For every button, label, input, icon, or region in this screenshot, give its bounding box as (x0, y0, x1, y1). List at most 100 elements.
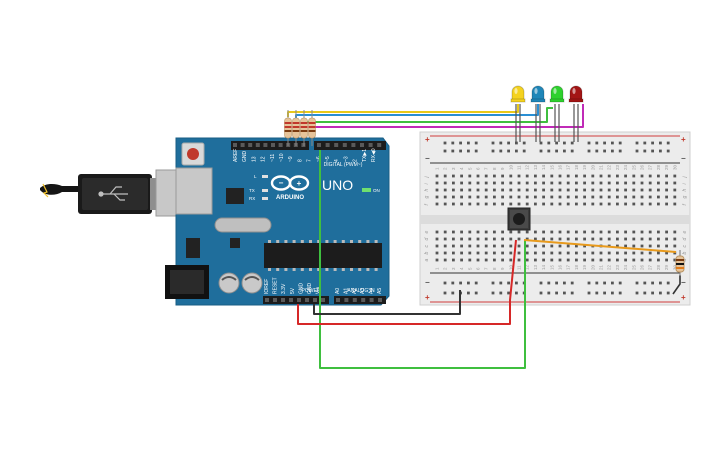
bb-col-num-bottom-9: 9 (500, 267, 505, 270)
top-pin-label-11: 4 (334, 159, 340, 162)
bb-col-num-top-13: 13 (533, 164, 538, 170)
top-pin-label-5: ~10 (279, 153, 285, 162)
bb-col-num-top-23: 23 (615, 164, 620, 170)
model-label: UNO (322, 177, 353, 193)
led-resistor-2[interactable] (292, 110, 300, 146)
bb-col-num-top-17: 17 (566, 164, 571, 170)
bb-row-letter-left-d: d (424, 238, 430, 241)
bottom-plus-sign: + (425, 293, 430, 302)
bb-col-num-top-4: 4 (459, 167, 464, 170)
bb-col-num-bottom-24: 24 (623, 264, 628, 270)
bb-col-num-bottom-1: 1 (435, 267, 440, 270)
bb-col-num-top-15: 15 (549, 164, 554, 170)
breadboard[interactable]: + − − + + − − + 112233445566778899101011… (419, 131, 691, 306)
led-green[interactable] (549, 85, 565, 103)
bb-col-num-top-14: 14 (541, 164, 546, 170)
top-pin-label-7: 8 (297, 159, 303, 162)
wire-green-button[interactable] (319, 150, 526, 369)
bb-row-letter-left-e: e (424, 231, 430, 234)
bb-col-num-bottom-27: 27 (648, 264, 653, 270)
wire-orange[interactable] (523, 239, 677, 253)
led-red[interactable] (568, 85, 584, 103)
bb-row-letter-right-i: i (682, 183, 688, 185)
led-label-tx: TX (249, 188, 255, 193)
push-button[interactable] (507, 207, 531, 231)
svg-text:−: − (279, 179, 284, 188)
bb-col-num-top-21: 21 (599, 164, 604, 170)
bb-col-num-top-5: 5 (467, 167, 472, 170)
top-pin-label-3: 12 (261, 156, 267, 162)
bb-col-num-bottom-12: 12 (525, 264, 530, 270)
wire-resistor-gnd[interactable] (672, 275, 681, 295)
analog-pin-label-4: A4 (369, 288, 375, 294)
bb-col-num-bottom-30: 30 (672, 264, 677, 270)
bb-row-letter-right-d: d (682, 238, 688, 241)
bb-col-num-bottom-11: 11 (517, 265, 522, 270)
bb-col-num-top-10: 10 (508, 164, 513, 170)
bb-row-letter-left-c: c (424, 245, 430, 248)
bb-row-letter-right-h: h (682, 189, 688, 192)
top-pin-label-1: GND (242, 151, 248, 163)
led-yellow[interactable] (510, 85, 526, 103)
top-pin-label-10: ~5 (325, 156, 331, 162)
arduino-uno-board[interactable]: − + ARDUINO UNO DIGITAL (PWM~) POWER ANA… (165, 137, 390, 306)
bb-col-num-top-27: 27 (648, 164, 653, 170)
bb-col-num-top-7: 7 (484, 167, 489, 170)
status-leds: L TX RX (249, 174, 268, 201)
led-label-rx: RX (249, 196, 255, 201)
bb-col-num-bottom-7: 7 (484, 267, 489, 270)
bb-col-num-bottom-8: 8 (492, 267, 497, 270)
bb-col-num-top-11: 11 (517, 165, 522, 170)
analog-pin-label-2: A2 (352, 288, 358, 294)
on-led (362, 188, 371, 192)
led-resistors[interactable] (284, 110, 316, 146)
wire-black-gnd[interactable] (313, 290, 461, 315)
bb-row-letter-left-h: h (424, 189, 430, 192)
top-pin-label-2: 13 (251, 156, 257, 162)
bb-col-num-bottom-23: 23 (615, 264, 620, 270)
power-pin-label-3: 5V (290, 287, 296, 294)
top-pin-label-0: AREF (233, 149, 239, 162)
wire-red-5v[interactable] (297, 239, 517, 325)
top-pin-label-14: TX▶1 (362, 149, 368, 162)
reset-button[interactable] (181, 142, 205, 166)
bottom-plus-sign-right: + (681, 293, 686, 302)
led-blue[interactable] (530, 85, 546, 103)
capacitors (218, 272, 263, 294)
analog-pin-label-0: A0 (335, 288, 341, 294)
bb-col-num-top-29: 29 (664, 164, 669, 170)
bb-col-num-top-25: 25 (631, 164, 636, 170)
analog-header-label: ANALOG IN (347, 288, 375, 294)
arduino-logo-icon: − + (270, 175, 310, 191)
bb-row-letter-right-j: j (682, 176, 688, 179)
crystal-oscillator (214, 217, 272, 233)
bb-col-num-top-6: 6 (476, 167, 481, 170)
top-plus-sign-right: + (681, 135, 686, 144)
led-resistor-4[interactable] (308, 110, 316, 146)
bb-col-num-top-24: 24 (623, 164, 628, 170)
bb-col-num-top-19: 19 (582, 164, 587, 170)
wire-magenta[interactable] (312, 104, 584, 128)
bb-col-num-bottom-14: 14 (541, 264, 546, 270)
bb-col-num-top-3: 3 (451, 167, 456, 170)
usb-chip (226, 188, 244, 204)
power-pin-label-1: RESET (273, 277, 279, 294)
led-label-l: L (254, 174, 257, 179)
leds (510, 85, 584, 103)
analog-pin-label-5: A5 (377, 288, 383, 294)
bb-col-num-bottom-15: 15 (549, 264, 554, 270)
bb-col-num-bottom-10: 10 (508, 264, 513, 270)
pulldown-resistor[interactable] (675, 250, 685, 276)
led-resistor-1[interactable] (284, 110, 292, 146)
power-header-label: POWER (302, 288, 321, 294)
led-resistor-3[interactable] (300, 110, 308, 146)
bottom-minus-sign: − (425, 278, 430, 287)
bottom-minus-sign-right: − (681, 278, 686, 287)
bb-row-letter-left-b: b (424, 252, 430, 255)
wire-green[interactable] (304, 107, 553, 123)
bb-col-num-bottom-26: 26 (640, 264, 645, 270)
bb-col-num-top-2: 2 (443, 167, 448, 170)
bb-col-num-top-30: 30 (672, 164, 677, 170)
digital-header-right (314, 141, 386, 150)
